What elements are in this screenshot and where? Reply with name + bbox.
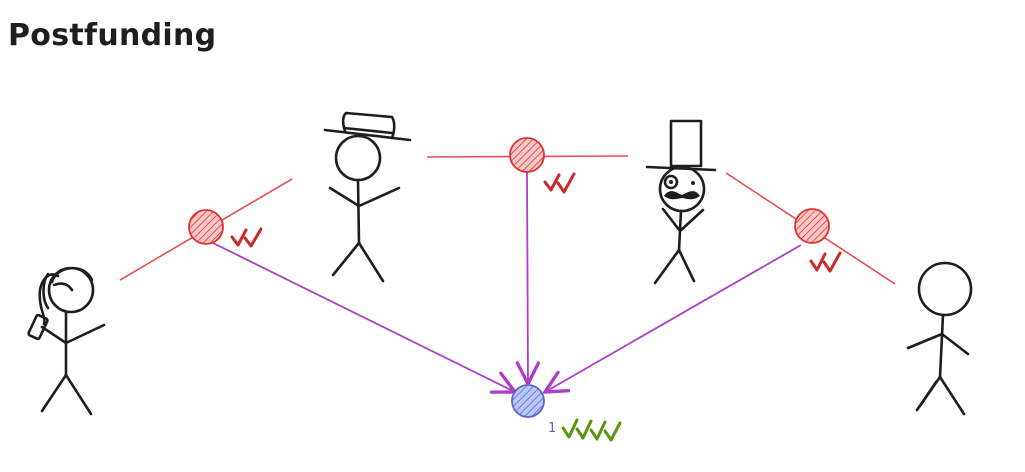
center-node (511, 384, 545, 418)
channel-node-3 (794, 208, 830, 244)
stick-figure-plain-icon (906, 261, 973, 416)
stick-figure-flat-cap-icon (323, 111, 412, 283)
center-node-count: 1 (548, 421, 556, 436)
diagram-title: Postfunding (8, 18, 217, 53)
funding-arrow-2 (527, 171, 528, 384)
channel-node-2 (509, 137, 545, 173)
stick-figure-ponytail-phone-icon (27, 266, 106, 416)
double-check-icon-2 (543, 172, 576, 194)
double-check-icon-3 (809, 251, 842, 273)
stick-figure-top-hat-monocle-icon (645, 119, 717, 285)
funding-arrow-1 (212, 242, 515, 392)
quad-check-icon (561, 418, 622, 442)
channel-node-1 (188, 209, 224, 245)
funding-arrow-3 (545, 244, 802, 392)
double-check-icon-1 (230, 227, 263, 248)
